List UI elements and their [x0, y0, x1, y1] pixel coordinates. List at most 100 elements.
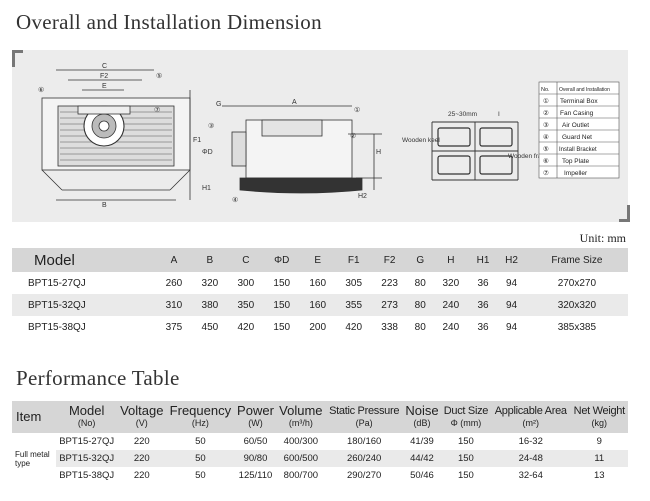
legend-no: ⑦: [543, 169, 549, 177]
legend-no: ③: [543, 121, 549, 129]
cell: 90/80: [234, 450, 277, 467]
cell: 200: [309, 321, 327, 333]
legend-name: Air Outlet: [562, 122, 589, 129]
front-label-e: E: [102, 83, 107, 90]
cell: 320x320: [525, 294, 628, 316]
cell: 60/50: [243, 436, 268, 447]
installation-view-drawing: [431, 121, 519, 181]
section-title-dimension: Overall and Installation Dimension: [16, 10, 322, 34]
legend-no: ④: [543, 133, 549, 141]
header-label: Static Pressure: [329, 405, 400, 417]
header-unit: (No): [77, 418, 96, 428]
header-label: Frequency: [169, 403, 232, 418]
performance-table: Item Model(No) Voltage(V) Frequency(Hz) …: [12, 401, 628, 484]
legend-name: Install Bracket: [559, 147, 597, 153]
cell: 150: [440, 450, 491, 467]
header-voltage: Voltage(V): [117, 401, 167, 433]
corner-bracket-bottom-right: [619, 205, 630, 222]
header-label: Model: [68, 403, 105, 418]
header-b: B: [191, 248, 228, 272]
header-h: H: [432, 248, 469, 272]
install-label-gap: 25~30mm: [448, 111, 477, 118]
header-label: Applicable Area: [494, 405, 567, 417]
cell: 385x385: [557, 321, 597, 333]
cell: 11: [570, 450, 628, 467]
table-row: BPT15-38QJ 220 50 125/110 800/700 290/27…: [12, 467, 628, 484]
callout-3: ③: [208, 122, 214, 130]
header-unit: (dB): [413, 418, 431, 428]
header-label: Noise: [405, 403, 439, 418]
cell: 50: [195, 436, 206, 447]
header-g: G: [407, 248, 433, 272]
cell: 310: [155, 294, 192, 316]
legend-no: ⑤: [543, 145, 549, 153]
header-h2: H2: [497, 248, 526, 272]
front-label-f1: F1: [193, 137, 201, 144]
legend-name: Guard Net: [562, 134, 592, 141]
technical-drawing-panel: C F2 E F1 B ⑥ ⑤ ⑦ G A ΦD H H1 H2 ①: [12, 50, 628, 222]
cell: 160: [309, 277, 327, 289]
header-label: Power: [237, 403, 274, 418]
install-label-i: I: [498, 111, 500, 118]
cell: 305: [345, 277, 363, 289]
header-applicable-area: Applicable Area(m²): [490, 401, 571, 433]
cell: 180/160: [346, 436, 382, 447]
cell: 220: [133, 436, 150, 447]
side-label-a: A: [292, 99, 297, 106]
table-row: Full metal type BPT15-27QJ 220 50 60/50 …: [12, 433, 628, 484]
cell: 9: [596, 436, 602, 447]
cell: 94: [505, 277, 518, 289]
legend-header-no: No.: [541, 87, 550, 93]
item-type-label: Full metal type: [12, 433, 56, 484]
header-c: C: [227, 248, 264, 272]
header-unit: (m³/h): [288, 418, 313, 428]
header-a: A: [155, 248, 192, 272]
callout-4: ④: [232, 196, 238, 204]
callout-7: ⑦: [154, 106, 160, 114]
header-label: Volume: [279, 403, 323, 418]
cell: 50/46: [410, 470, 434, 481]
cell: 380: [191, 294, 228, 316]
legend-no: ②: [543, 109, 549, 117]
cell: 800/700: [283, 470, 319, 481]
cell: 355: [335, 294, 372, 316]
cell-model: BPT15-32QJ: [56, 450, 118, 467]
table-row: BPT15-38QJ 375 450 420 150 200 420 338 8…: [12, 316, 628, 338]
cell: 375: [165, 321, 183, 333]
header-model: Model: [12, 248, 156, 272]
cell: 125/110: [238, 470, 273, 481]
cell: 220: [133, 470, 150, 481]
section-title-performance: Performance Table: [16, 366, 180, 390]
side-label-g: G: [216, 101, 221, 108]
header-static-pressure: Static Pressure(Pa): [325, 401, 403, 433]
header-power: Power(W): [234, 401, 277, 433]
cell: 36: [468, 294, 498, 316]
header-model: Model(No): [56, 401, 118, 433]
header-frequency: Frequency(Hz): [166, 401, 235, 433]
header-phid: ΦD: [263, 248, 300, 272]
cell-model: BPT15-32QJ: [12, 294, 156, 316]
side-label-h2: H2: [358, 193, 367, 200]
cell: 50: [166, 450, 235, 467]
side-label-phid: ΦD: [202, 149, 213, 156]
legend-no: ⑥: [543, 157, 549, 165]
install-label-keel: Wooden keel: [402, 137, 440, 144]
cell: 150: [263, 294, 300, 316]
table-row: BPT15-32QJ 220 50 90/80 600/500 260/240 …: [12, 450, 628, 467]
legend-name: Terminal Box: [560, 98, 598, 105]
table-row: BPT15-27QJ 260 320 300 150 160 305 223 8…: [12, 272, 628, 294]
cell: 273: [371, 294, 408, 316]
cell: 32-64: [518, 470, 543, 481]
cell: 338: [381, 321, 398, 333]
install-label-frame: Wooden frame: [508, 153, 551, 160]
cell: 350: [227, 294, 264, 316]
cell: 16-32: [518, 436, 543, 447]
header-unit: (W): [248, 418, 263, 428]
header-f1: F1: [335, 248, 372, 272]
front-label-f2: F2: [100, 73, 108, 80]
cell: 160: [299, 294, 336, 316]
technical-drawing: C F2 E F1 B ⑥ ⑤ ⑦ G A ΦD H H1 H2 ①: [38, 63, 620, 209]
cell-model: BPT15-27QJ: [28, 277, 86, 289]
cell-model: BPT15-38QJ: [59, 470, 115, 481]
